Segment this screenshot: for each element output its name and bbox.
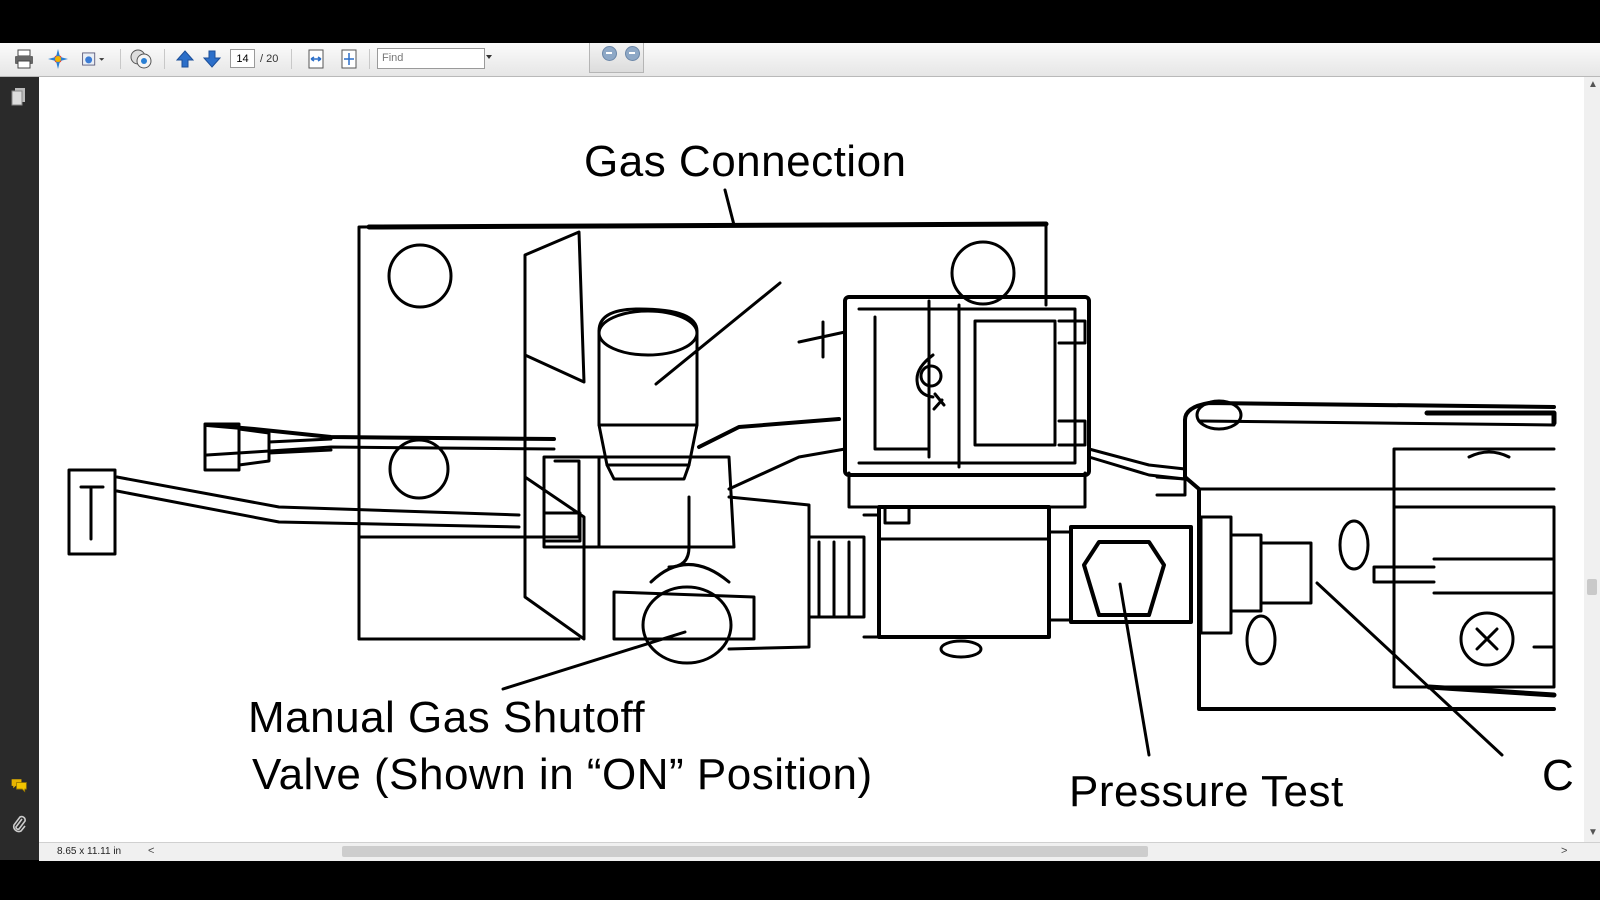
fit-page-icon[interactable] bbox=[336, 47, 362, 71]
label-gas-connection: Gas Connection bbox=[584, 137, 907, 186]
find-dropdown-icon[interactable] bbox=[486, 55, 492, 59]
zoom-out-icon[interactable] bbox=[602, 46, 617, 61]
zoom-controls bbox=[589, 43, 644, 73]
scroll-up-icon[interactable]: ▲ bbox=[1588, 79, 1598, 90]
scroll-left-icon[interactable]: < bbox=[148, 845, 155, 857]
find-input[interactable]: Find bbox=[377, 48, 485, 69]
document-page: Gas Connection Manual Gas Shutoff Valve … bbox=[39, 77, 1584, 842]
label-cut-off: C bbox=[1542, 751, 1575, 800]
star-icon[interactable] bbox=[45, 47, 71, 71]
vertical-scroll-thumb[interactable] bbox=[1587, 579, 1597, 595]
vertical-scrollbar[interactable]: ▲ ▼ bbox=[1584, 77, 1600, 842]
label-pressure-test: Pressure Test bbox=[1069, 767, 1344, 816]
horizontal-scroll-thumb[interactable] bbox=[342, 846, 1148, 857]
next-page-icon[interactable] bbox=[199, 47, 225, 71]
label-manual-gas-shutoff: Manual Gas Shutoff bbox=[248, 693, 646, 742]
page-total-label: / 20 bbox=[260, 53, 279, 65]
zoom-in-icon[interactable] bbox=[625, 46, 640, 61]
page-size-label: 8.65 x 11.11 in bbox=[57, 846, 122, 857]
toolbar-separator bbox=[291, 49, 292, 69]
print-icon[interactable] bbox=[11, 47, 37, 71]
export-icon[interactable] bbox=[80, 47, 106, 71]
prev-page-icon[interactable] bbox=[172, 47, 198, 71]
toolbar-separator bbox=[164, 49, 165, 69]
scroll-right-icon[interactable]: > bbox=[1561, 845, 1568, 857]
toolbar-separator bbox=[369, 49, 370, 69]
attachment-icon[interactable] bbox=[10, 814, 28, 834]
comments-panel-icon[interactable] bbox=[10, 775, 28, 795]
toolbar: 14 / 20 Find bbox=[0, 43, 1600, 77]
left-sidebar bbox=[0, 77, 39, 860]
fit-width-icon[interactable] bbox=[303, 47, 329, 71]
comment-icon[interactable] bbox=[128, 47, 154, 71]
scroll-down-icon[interactable]: ▼ bbox=[1588, 827, 1598, 838]
gas-valve-diagram bbox=[67, 188, 1557, 757]
toolbar-separator bbox=[120, 49, 121, 69]
status-bar: 8.65 x 11.11 in < > bbox=[39, 842, 1600, 861]
pages-panel-icon[interactable] bbox=[10, 87, 28, 107]
page-number-input[interactable]: 14 bbox=[230, 49, 255, 68]
label-manual-gas-shutoff-line2: Valve (Shown in “ON” Position) bbox=[252, 750, 873, 799]
